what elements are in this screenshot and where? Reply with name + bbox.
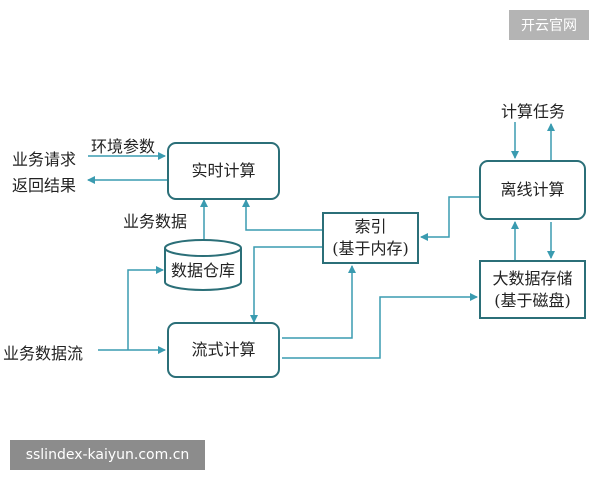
index-label-line1: 索引	[354, 217, 387, 236]
offline-compute-label: 离线计算	[500, 180, 565, 199]
business-data-label: 业务数据	[123, 212, 188, 231]
top-watermark: 开云官网	[509, 10, 589, 40]
stream-compute-node: 流式计算	[167, 322, 280, 378]
warehouse-node: 数据仓库	[165, 254, 241, 284]
realtime-compute-label: 实时计算	[191, 161, 256, 180]
arrow-stream-bigdata	[282, 293, 478, 359]
top-watermark-text: 开云官网	[521, 18, 577, 34]
bigdata-storage-label-line1: 大数据存储	[492, 268, 573, 288]
compute-task-label: 计算任务	[501, 102, 566, 121]
realtime-compute-node: 实时计算	[167, 142, 280, 200]
index-label-line2: (基于内存)	[332, 239, 409, 258]
arrow-stream-index	[282, 265, 356, 339]
arrow-stream-warehouse	[127, 266, 164, 350]
request-label: 业务请求	[12, 150, 77, 169]
bottom-watermark: sslindex-kaiyun.com.cn	[10, 440, 205, 470]
stream-input-label: 业务数据流	[3, 344, 84, 363]
offline-compute-node: 离线计算	[479, 160, 586, 220]
bottom-watermark-text: sslindex-kaiyun.com.cn	[25, 447, 190, 463]
arrow-offline-index	[420, 196, 479, 241]
stream-compute-label: 流式计算	[191, 340, 256, 359]
warehouse-label: 数据仓库	[170, 261, 235, 280]
arrow-index-stream	[250, 246, 322, 323]
arrow-index-realtime	[242, 199, 322, 231]
result-label: 返回结果	[12, 176, 77, 195]
warehouse-cylinder	[164, 239, 242, 291]
bigdata-storage-node: 大数据存储 (基于磁盘)	[479, 260, 586, 319]
index-node: 索引 (基于内存)	[322, 212, 419, 264]
env-params-label: 环境参数	[91, 137, 156, 156]
bigdata-storage-label-line2: (基于磁盘)	[494, 290, 571, 310]
